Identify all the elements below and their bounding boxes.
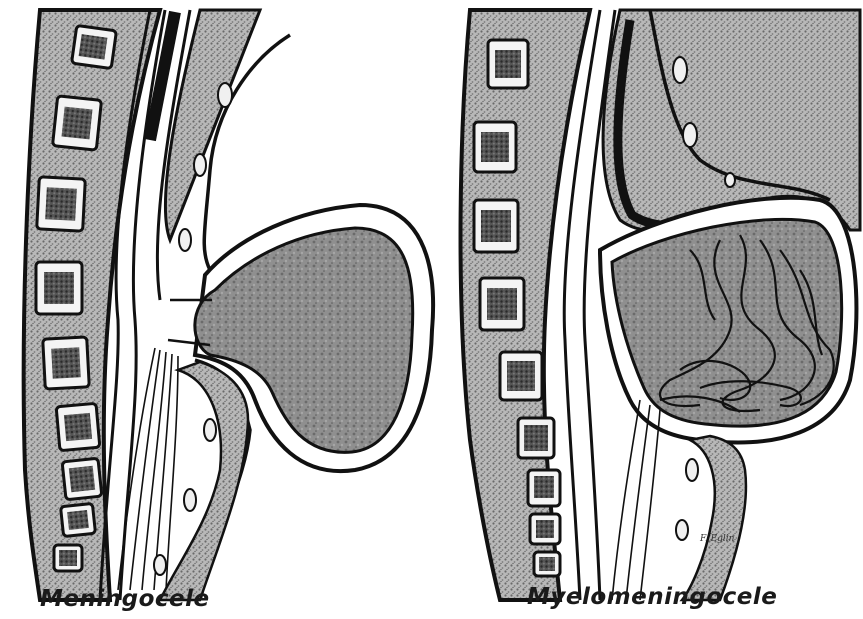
myelomeningocele-panel (461, 10, 860, 600)
nerve-roots-left (118, 348, 178, 590)
tissue-cells-lower-right (676, 459, 698, 540)
posterior-tissue-left (165, 10, 260, 240)
artist-signature: F. Eglin (700, 534, 734, 544)
nerve-roots-right (612, 400, 660, 600)
myelomeningocele-label: Myelomeningocele (527, 584, 777, 610)
meningocele-label: Meningocele (40, 586, 210, 612)
meningocele-panel (24, 10, 433, 600)
